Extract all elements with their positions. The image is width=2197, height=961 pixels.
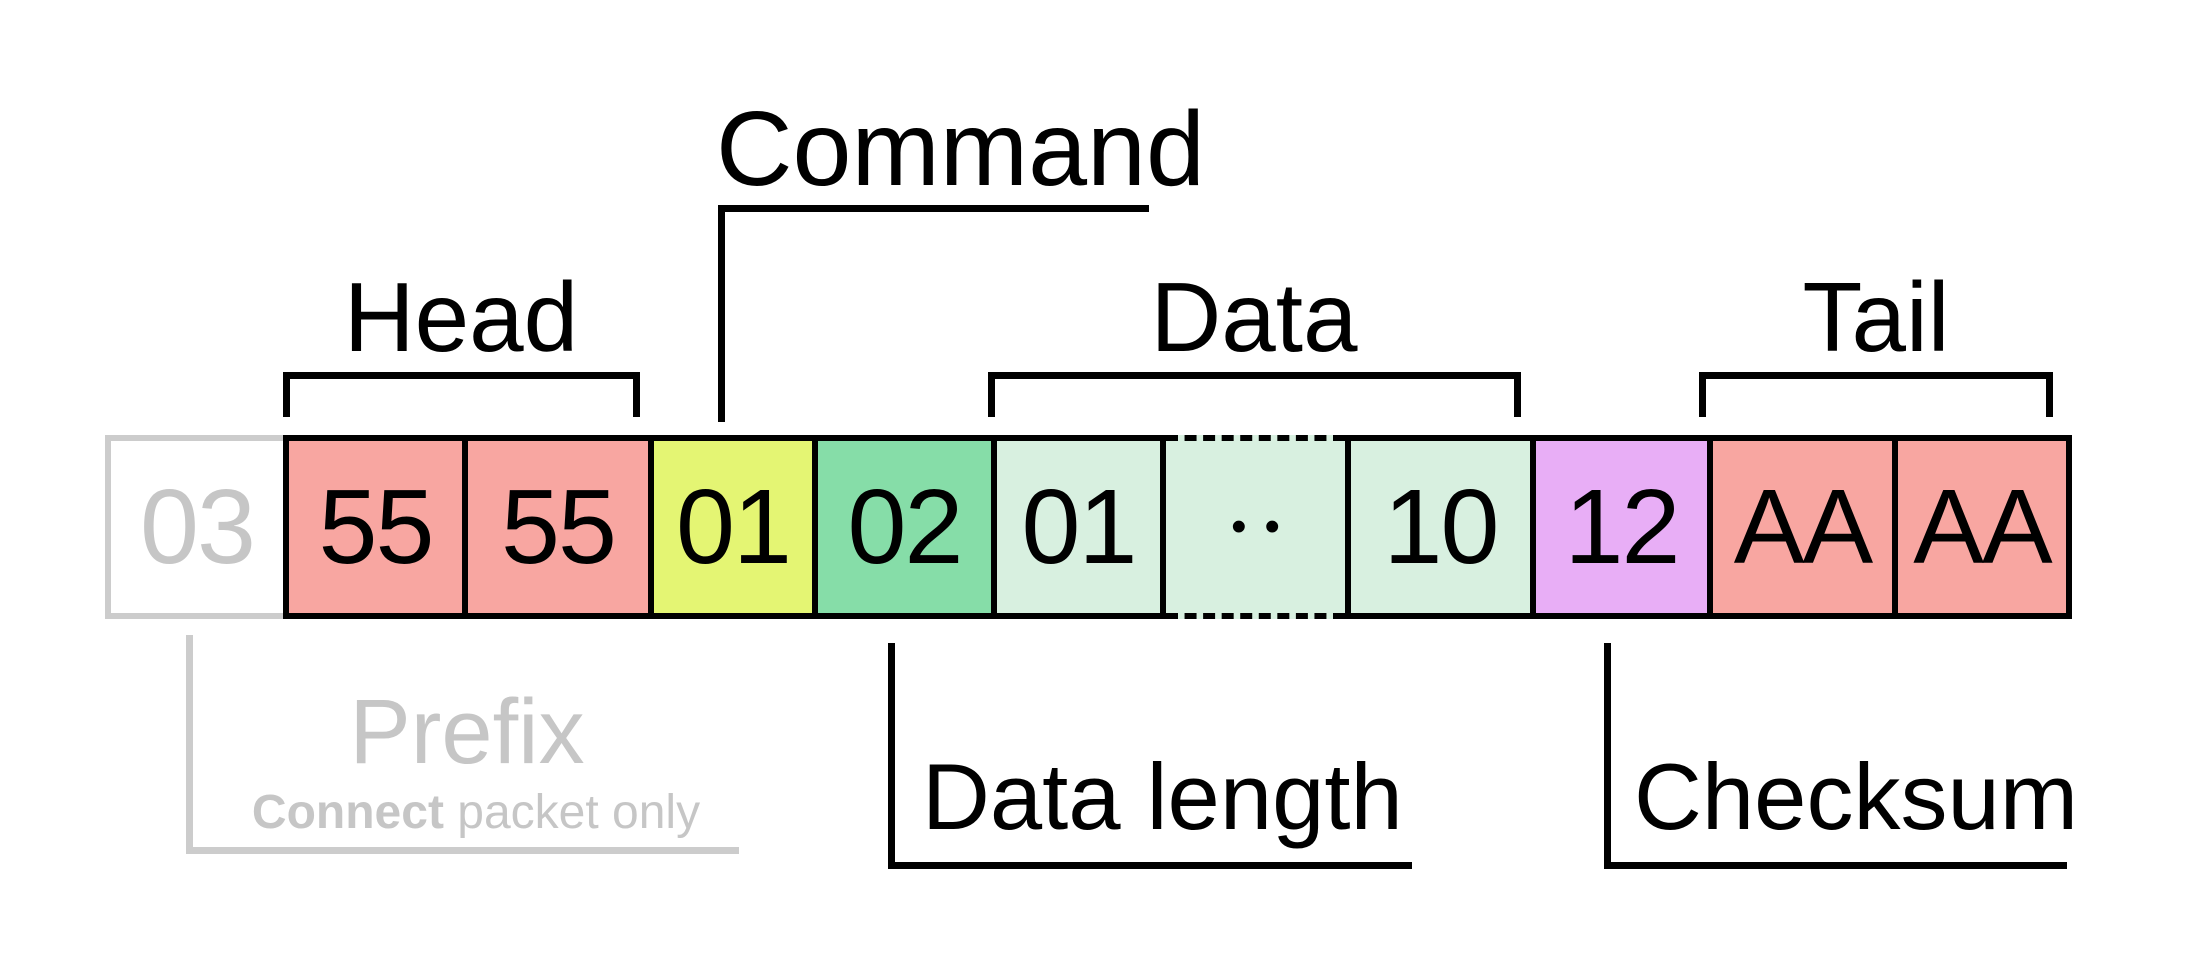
prefix-leader-line — [186, 635, 193, 854]
byte-value: 12 — [1564, 468, 1681, 586]
byte-cell-command: 01 — [648, 435, 818, 619]
byte-value: 01 — [676, 468, 792, 586]
byte-cell-tail-2: AA — [1892, 435, 2072, 619]
head-bracket — [283, 372, 640, 417]
prefix-label: Prefix — [349, 681, 585, 783]
command-group-label: Command — [716, 90, 1205, 208]
data-length-label: Data length — [922, 744, 1403, 849]
byte-value: AA — [1733, 468, 1873, 586]
data-bracket — [988, 372, 1521, 417]
byte-value: 03 — [140, 468, 256, 586]
byte-value: 02 — [847, 468, 964, 586]
data-length-underline — [888, 862, 1412, 869]
prefix-underline — [186, 847, 739, 854]
byte-value: AA — [1913, 468, 2052, 586]
byte-cell-tail-1: AA — [1707, 435, 1898, 619]
byte-cell-data-last: 10 — [1345, 435, 1536, 619]
byte-cell-head-2: 55 — [462, 435, 654, 619]
byte-value: 10 — [1383, 468, 1500, 586]
command-leader-line — [718, 205, 725, 422]
ellipsis-dots: •• — [1231, 502, 1298, 551]
checksum-leader-line — [1604, 643, 1611, 869]
prefix-note-rest: packet only — [443, 786, 701, 839]
head-group-label: Head — [343, 262, 579, 372]
prefix-note: Connect packet only — [176, 789, 776, 837]
data-group-label: Data — [1150, 262, 1358, 372]
byte-value: 55 — [501, 468, 617, 586]
checksum-underline — [1604, 862, 2067, 869]
byte-cell-prefix: 03 — [105, 435, 289, 619]
tail-group-label: Tail — [1802, 262, 1950, 372]
command-underline — [718, 205, 1149, 212]
byte-cell-data-first: 01 — [991, 435, 1166, 619]
data-length-leader-line — [888, 643, 895, 869]
prefix-note-bold: Connect — [251, 786, 444, 839]
checksum-label: Checksum — [1634, 744, 2079, 849]
tail-bracket — [1699, 372, 2053, 417]
byte-cell-data-ellipsis: •• — [1166, 435, 1345, 619]
byte-cell-checksum: 12 — [1530, 435, 1713, 619]
byte-cell-head-1: 55 — [283, 435, 468, 619]
byte-value: 01 — [1021, 468, 1138, 586]
byte-cell-data-length: 02 — [812, 435, 997, 619]
byte-value: 55 — [318, 468, 435, 586]
